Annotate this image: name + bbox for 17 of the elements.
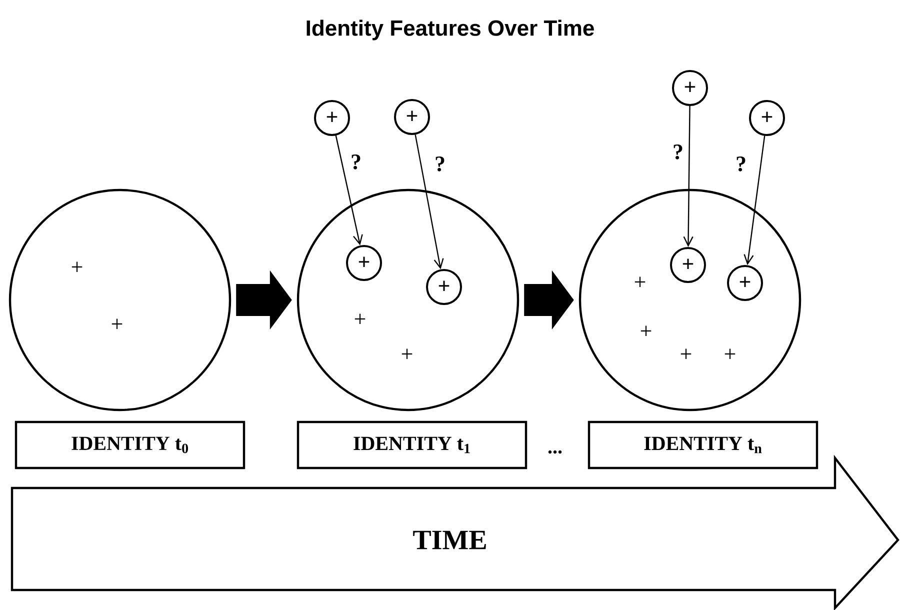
ellipsis: ... bbox=[548, 450, 562, 454]
edge-label: ? bbox=[434, 156, 446, 172]
edge-label: ? bbox=[350, 154, 362, 170]
arrow bbox=[414, 134, 444, 270]
arrow bbox=[744, 136, 766, 266]
node-label: + bbox=[640, 326, 652, 336]
arrow bbox=[683, 106, 694, 247]
identity-label-box: IDENTITY t$_{1}$ bbox=[296, 420, 528, 470]
identity-label-box: IDENTITY t$_{n}$ bbox=[588, 420, 818, 470]
title: Identity Features Over Time bbox=[306, 20, 594, 40]
node-label: + bbox=[724, 348, 736, 360]
edge-label: ? bbox=[672, 144, 684, 160]
node-label: + bbox=[680, 348, 692, 360]
arrow bbox=[335, 135, 363, 246]
edge-label: ? bbox=[734, 156, 748, 172]
node-label: + bbox=[634, 276, 646, 288]
identity-label-box: IDENTITY t$_{0}$ bbox=[14, 420, 246, 470]
